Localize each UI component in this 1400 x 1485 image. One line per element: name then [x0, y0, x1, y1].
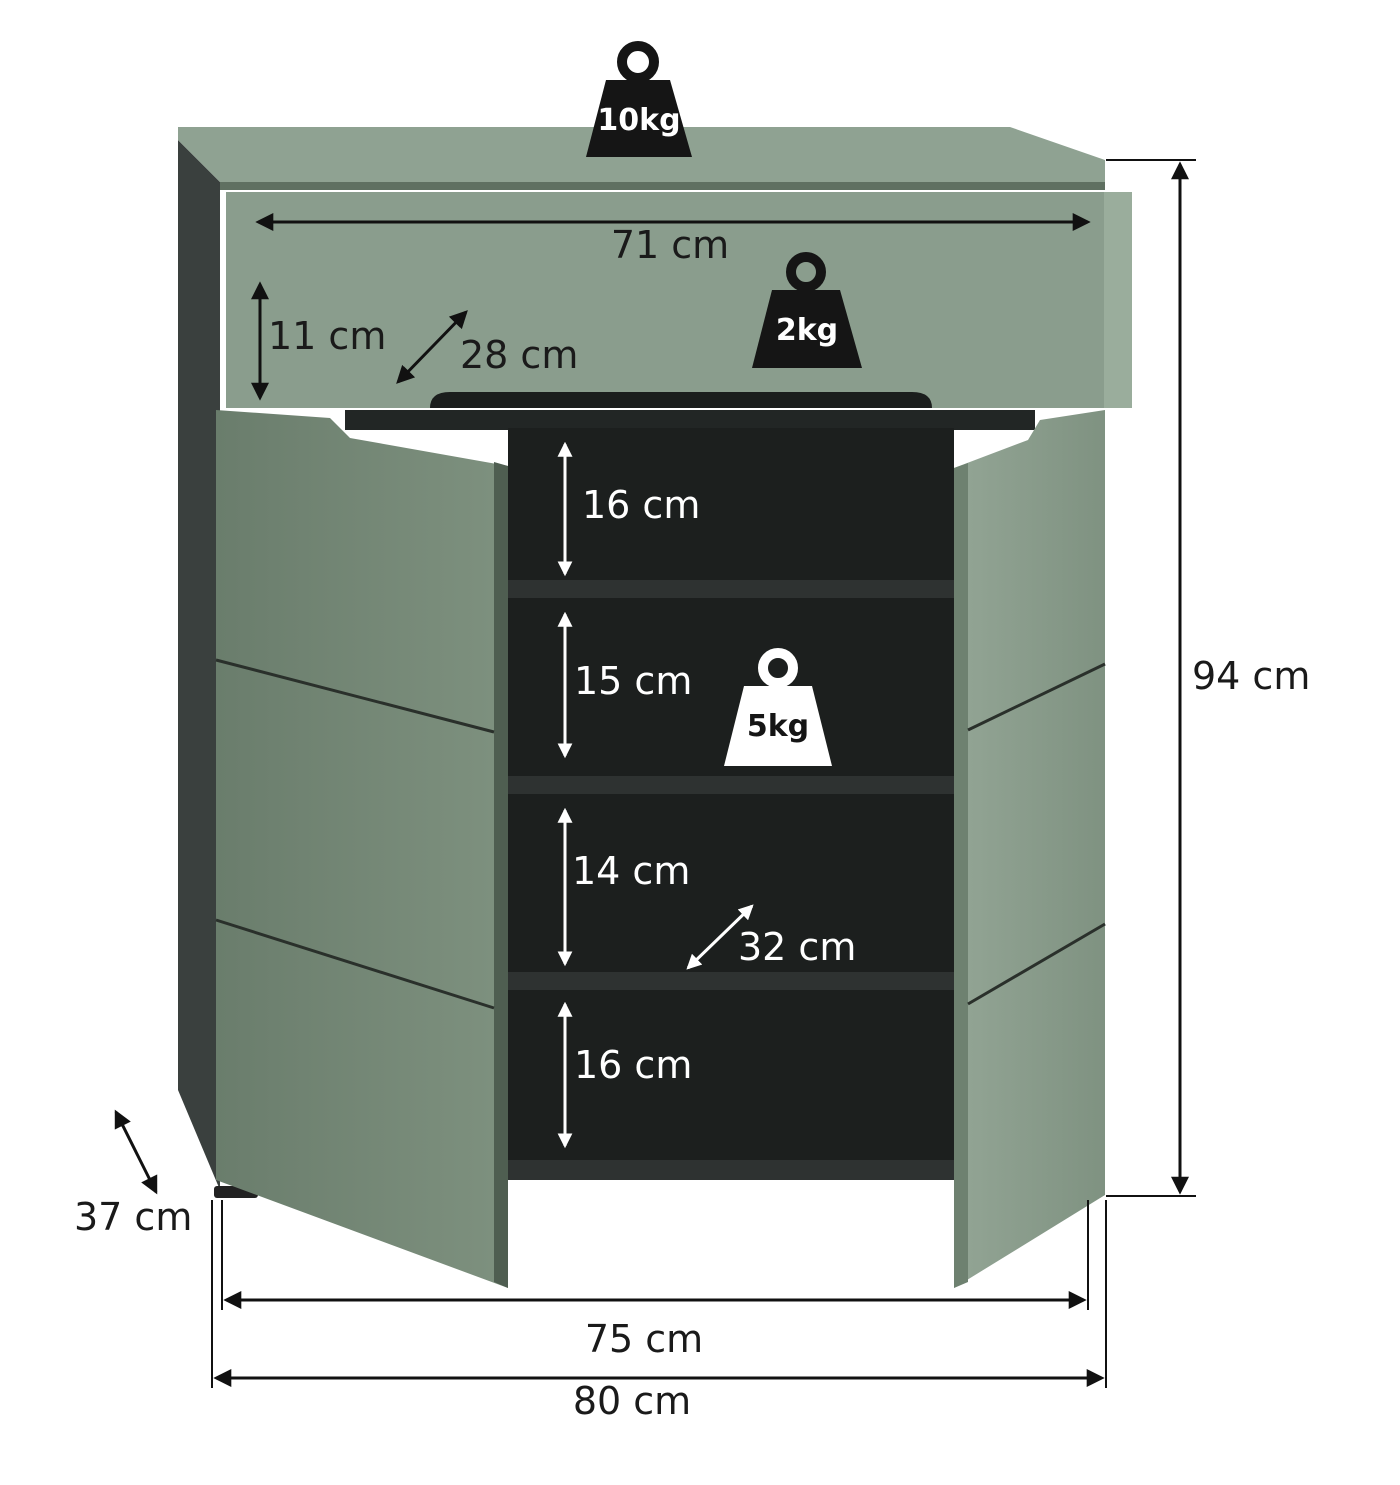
shelf-board	[508, 580, 954, 598]
cabinet-side-panel	[178, 140, 220, 1190]
dimension-drawer-width: 71 cm	[255, 213, 1091, 267]
shelf-3-label: 14 cm	[572, 849, 690, 893]
shelf-2-label: 15 cm	[574, 659, 692, 703]
total-width-label: 80 cm	[573, 1379, 691, 1423]
shelf-depth-label: 32 cm	[738, 925, 856, 969]
weight-drawer-label: 2kg	[776, 313, 838, 348]
drawer-depth-label: 28 cm	[460, 333, 578, 377]
dimension-inner-width: 75 cm	[221, 1200, 1089, 1361]
dimension-shelf-1: 16 cm	[557, 441, 700, 577]
dimension-drawer-depth: 28 cm	[396, 310, 578, 384]
weight-icon: 2kg	[752, 252, 862, 368]
shelf-board	[508, 972, 954, 990]
left-door	[215, 410, 508, 1288]
dimension-total-height: 94 cm	[1106, 159, 1310, 1197]
total-depth-label: 37 cm	[74, 1195, 192, 1239]
dimension-total-depth: 37 cm	[74, 1109, 192, 1239]
inner-width-label: 75 cm	[585, 1317, 703, 1361]
shelf-4-label: 16 cm	[574, 1043, 692, 1087]
drawer-height-label: 11 cm	[268, 314, 386, 358]
total-height-label: 94 cm	[1192, 654, 1310, 698]
drawer-width-label: 71 cm	[611, 223, 729, 267]
weight-icon: 10kg	[586, 41, 692, 157]
weight-shelf-label: 5kg	[747, 709, 809, 744]
weight-top-label: 10kg	[597, 103, 680, 138]
dimension-shelf-depth: 32 cm	[686, 904, 856, 970]
shelf-1-label: 16 cm	[582, 483, 700, 527]
dimension-shelf-4: 16 cm	[557, 1001, 692, 1149]
dimension-shelf-3: 14 cm	[557, 807, 690, 967]
weight-icon: 5kg	[724, 648, 832, 766]
right-door	[954, 410, 1106, 1288]
dimension-drawer-height: 11 cm	[251, 281, 386, 401]
dimension-total-width: 80 cm	[211, 1200, 1107, 1423]
shelf-board	[508, 776, 954, 794]
shelf-board	[508, 1160, 954, 1180]
dimension-shelf-2: 15 cm	[557, 611, 692, 759]
cabinet-interior	[345, 410, 1035, 1180]
